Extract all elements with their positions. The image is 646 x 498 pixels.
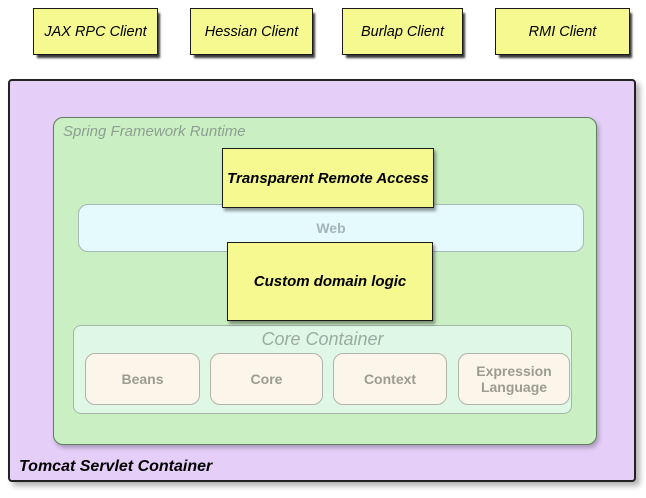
client-box-burlap: Burlap Client (342, 8, 463, 55)
module-box-expression-language: Expression Language (458, 353, 570, 405)
module-label: Expression Language (476, 362, 552, 395)
client-box-label: JAX RPC Client (44, 23, 147, 40)
core-container-box: Core Container Beans Core Context Expres… (73, 325, 572, 414)
custom-domain-logic-box: Custom domain logic (227, 242, 433, 321)
client-box-label: Hessian Client (204, 23, 299, 40)
client-box-label: RMI Client (528, 23, 597, 40)
client-box-label: Burlap Client (360, 23, 444, 40)
module-label: Beans (121, 370, 164, 387)
client-box-rmi: RMI Client (495, 8, 630, 55)
custom-domain-logic-label: Custom domain logic (253, 273, 407, 290)
web-layer-label: Web (316, 220, 346, 236)
module-box-beans: Beans (85, 353, 200, 405)
core-container-label: Core Container (261, 329, 384, 349)
client-box-jax-rpc: JAX RPC Client (33, 8, 158, 55)
module-box-context: Context (333, 353, 447, 405)
transparent-remote-access-label: Transparent Remote Access (227, 169, 429, 187)
transparent-remote-access-box: Transparent Remote Access (222, 148, 434, 208)
module-label: Context (363, 370, 417, 387)
module-box-core: Core (210, 353, 323, 405)
spring-framework-runtime-label: Spring Framework Runtime (63, 123, 246, 140)
tomcat-servlet-container-label: Tomcat Servlet Container (19, 458, 213, 475)
module-label: Core (250, 370, 283, 387)
spring-framework-runtime-box: Spring Framework Runtime Transparent Rem… (53, 117, 597, 445)
tomcat-servlet-container-box: Spring Framework Runtime Transparent Rem… (8, 79, 636, 482)
client-box-hessian: Hessian Client (190, 8, 313, 55)
